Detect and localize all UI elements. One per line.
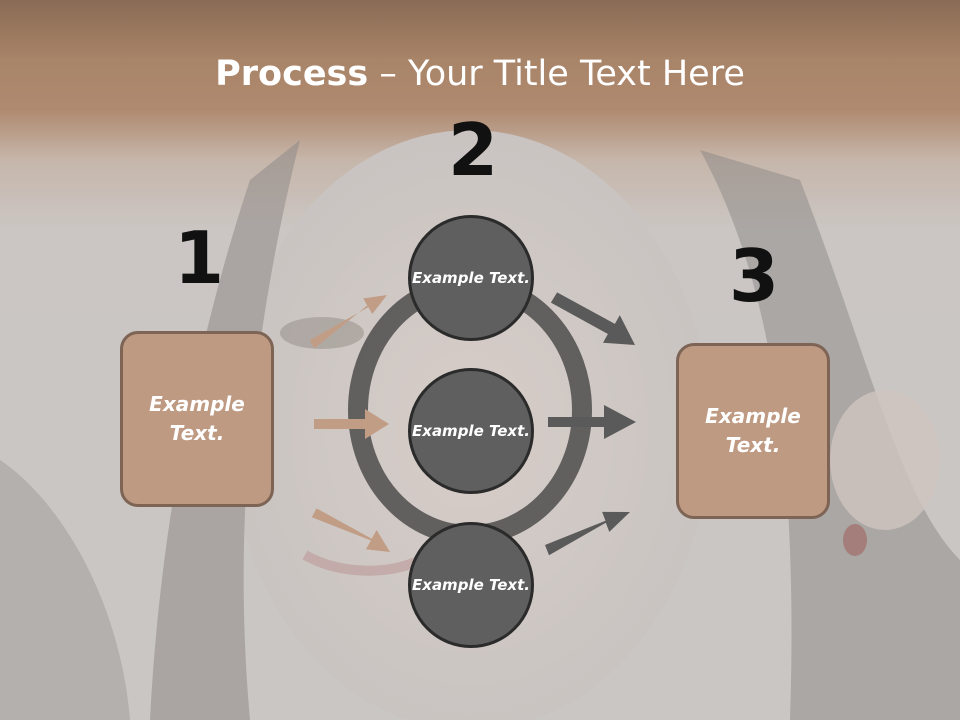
step-number-1: 1: [173, 216, 225, 300]
step-2-circle-middle: Example Text.: [408, 368, 534, 494]
arrow-right-top: [550, 292, 635, 345]
step-number-3: 3: [728, 234, 780, 318]
arrow-left-top: [309, 295, 387, 349]
arrow-left-bottom: [311, 508, 390, 552]
circle-top-text: Example Text.: [412, 268, 530, 287]
arrow-left-middle: [314, 409, 389, 439]
step-3-text: Example Text.: [705, 404, 801, 457]
step-number-2: 2: [447, 108, 499, 192]
step-2-circle-top: Example Text.: [408, 215, 534, 341]
title-bold: Process: [215, 54, 369, 94]
step-3-box: Example Text.: [676, 343, 830, 519]
arrow-right-middle: [548, 405, 636, 439]
step-1-box: Example Text.: [120, 331, 274, 507]
left-arrows: [309, 295, 390, 552]
circle-middle-text: Example Text.: [412, 421, 530, 440]
step-1-text: Example Text.: [149, 392, 245, 445]
arrow-right-bottom: [545, 511, 630, 556]
right-arrows: [545, 292, 636, 556]
title-rest: – Your Title Text Here: [368, 54, 745, 94]
circle-bottom-text: Example Text.: [412, 575, 530, 594]
step-2-circle-bottom: Example Text.: [408, 522, 534, 648]
slide-title: Process – Your Title Text Here: [0, 52, 960, 96]
